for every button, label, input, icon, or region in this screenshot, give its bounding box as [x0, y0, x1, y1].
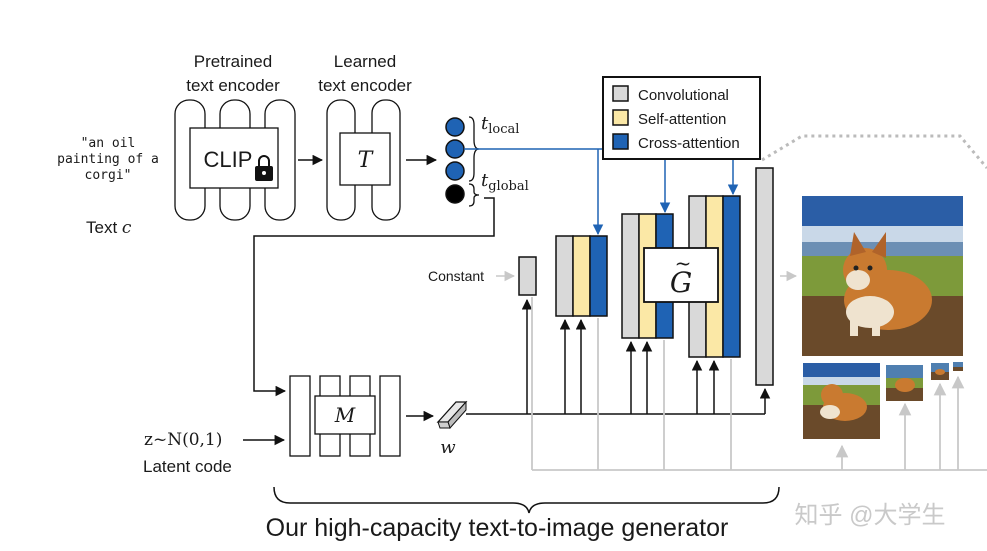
- gen-block-1-self-attn: [572, 235, 591, 317]
- local-token: [445, 139, 465, 159]
- learned-encoder-symbol: T: [358, 148, 375, 173]
- generator-brace: [273, 486, 780, 514]
- text-c-caption: Text c: [86, 218, 132, 238]
- output-image-large: [802, 196, 963, 356]
- output-image-small: [886, 365, 923, 401]
- generator-title: Our high-capacity text-to-image generato…: [266, 514, 729, 542]
- style-bus: [466, 298, 771, 415]
- output-image-medium: [803, 363, 880, 439]
- text-tokens: tlocal tglobal: [445, 113, 529, 207]
- legend-box: [602, 76, 761, 160]
- prompt-line-2: painting of a: [57, 152, 159, 167]
- mapping-network: M: [289, 375, 401, 457]
- output-conv-block: [755, 167, 774, 386]
- prompt-line-1: "an oil: [81, 136, 136, 151]
- learned-label-2: text encoder: [318, 76, 412, 95]
- local-token: [445, 117, 465, 137]
- legend-swatch-self-attn: [612, 109, 629, 126]
- prompt-line-3: corgi": [85, 168, 132, 183]
- watermark-text: 知乎 @大学生: [794, 502, 945, 529]
- global-token: [445, 184, 465, 204]
- mapping-layer: [379, 375, 401, 457]
- legend-label-cross-attn: Cross-attention: [638, 135, 740, 152]
- g-tilde: ~: [675, 251, 692, 275]
- t-global-label: tglobal: [481, 170, 529, 194]
- clip-label: CLIP: [204, 147, 253, 172]
- w-vector-icon: [436, 400, 468, 429]
- mapping-box: [314, 395, 376, 435]
- gen-block-3-cross-attn: [722, 195, 741, 358]
- gen-block-2-conv: [621, 213, 640, 339]
- learned-label-1: Learned: [334, 52, 396, 71]
- pretrained-label-2: text encoder: [186, 76, 280, 95]
- w-label: w: [440, 437, 456, 458]
- learned-text-encoder: Learned text encoder T: [318, 52, 412, 221]
- legend: Convolutional Self-attention Cross-atten…: [602, 76, 761, 160]
- text-prompt: "an oil painting of a corgi" Text c: [57, 136, 159, 238]
- arrow-global-to-mapping: [253, 197, 495, 397]
- lock-icon: [255, 155, 273, 181]
- legend-label-self-attn: Self-attention: [638, 111, 726, 128]
- t-local-label: tlocal: [481, 113, 519, 137]
- latent-formula: z~N(0,1): [144, 430, 222, 450]
- output-image-smallest: [953, 362, 963, 371]
- constant-label: Constant: [428, 268, 484, 284]
- latent-label: Latent code: [143, 457, 232, 476]
- pretrained-text-encoder: Pretrained text encoder CLIP: [174, 52, 296, 221]
- mapping-symbol: M: [334, 403, 356, 427]
- legend-swatch-cross-attn: [612, 133, 629, 150]
- zoom-dotted-line: [761, 134, 987, 169]
- pretrained-label-1: Pretrained: [194, 52, 272, 71]
- mapping-layer: [289, 375, 311, 457]
- local-token: [445, 161, 465, 181]
- learned-encoder-box: [339, 132, 391, 186]
- multiscale-output-bus: [531, 297, 987, 471]
- global-brace: [468, 183, 480, 207]
- output-image-tiny: [931, 363, 949, 380]
- g-symbol: G: [670, 266, 692, 299]
- g-label-box: [643, 247, 719, 303]
- legend-swatch-conv: [612, 85, 629, 102]
- gen-block-1-conv: [555, 235, 574, 317]
- gen-block-1-cross-attn: [589, 235, 608, 317]
- legend-label-conv: Convolutional: [638, 87, 729, 104]
- constant-block: [518, 256, 537, 296]
- generator: Constant G ~: [428, 167, 798, 386]
